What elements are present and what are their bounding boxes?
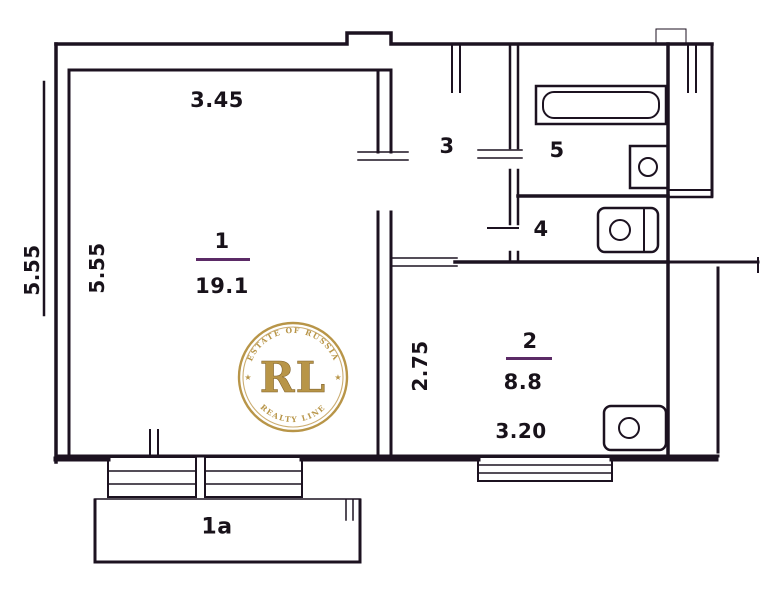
door-kitchen-lintel — [390, 257, 458, 267]
wall-top — [54, 31, 714, 46]
window-room1-right — [204, 456, 303, 498]
label-room2-number: 2 — [522, 329, 538, 353]
label-room1-area: 19.1 — [195, 274, 249, 298]
bathtub-inner — [542, 91, 660, 119]
balcony-door-ticks — [149, 429, 159, 458]
toilet — [596, 206, 660, 254]
wall-shaft-lines — [667, 43, 713, 191]
room1-underline — [196, 258, 250, 261]
stove-burner — [618, 417, 640, 439]
sink — [628, 144, 670, 190]
label-room1-number: 1 — [214, 229, 230, 253]
door-room1-lintel — [357, 151, 409, 161]
label-room5-number: 5 — [549, 138, 565, 162]
bathtub-outer — [534, 84, 668, 126]
window-kitchen — [477, 456, 613, 482]
door-bath-lintel — [477, 149, 523, 159]
label-room2-width: 3.20 — [495, 419, 547, 443]
label-room1-depth: 5.55 — [85, 242, 109, 294]
duct-block — [655, 28, 687, 45]
sink-drain — [638, 157, 658, 177]
window-room1-left — [107, 456, 197, 498]
balcony-outline — [93, 498, 362, 564]
toilet-bowl — [609, 219, 631, 241]
window-room1-right-lines — [204, 470, 303, 485]
watermark-stamp: ESTATE OF RUSSIA REALTY LINE ★ ★ RL — [237, 321, 349, 433]
stamp-outer-ring — [237, 321, 349, 433]
star-icon: ★ — [334, 373, 341, 382]
window-room1-left-lines — [107, 470, 197, 485]
wall-bath-left — [508, 42, 520, 264]
label-room4-number: 4 — [533, 217, 549, 241]
label-balcony-number: 1a — [201, 514, 233, 540]
label-room2-depth: 2.75 — [408, 340, 432, 392]
label-room1-width: 3.45 — [190, 88, 244, 112]
stove — [602, 404, 668, 452]
wall-room1-right — [376, 68, 393, 457]
wall-hall-stub — [451, 43, 461, 93]
window-kitchen-lines — [477, 464, 613, 474]
label-room3-number: 3 — [439, 134, 455, 158]
label-left-outer-depth: 5.55 — [20, 244, 44, 296]
balcony-inner-lines — [94, 498, 361, 521]
stamp-initials: RL — [260, 353, 326, 402]
room2-underline — [506, 357, 552, 360]
stamp-inner-ring — [242, 326, 344, 428]
star-icon: ★ — [244, 373, 251, 382]
label-room2-area: 8.8 — [503, 370, 543, 394]
